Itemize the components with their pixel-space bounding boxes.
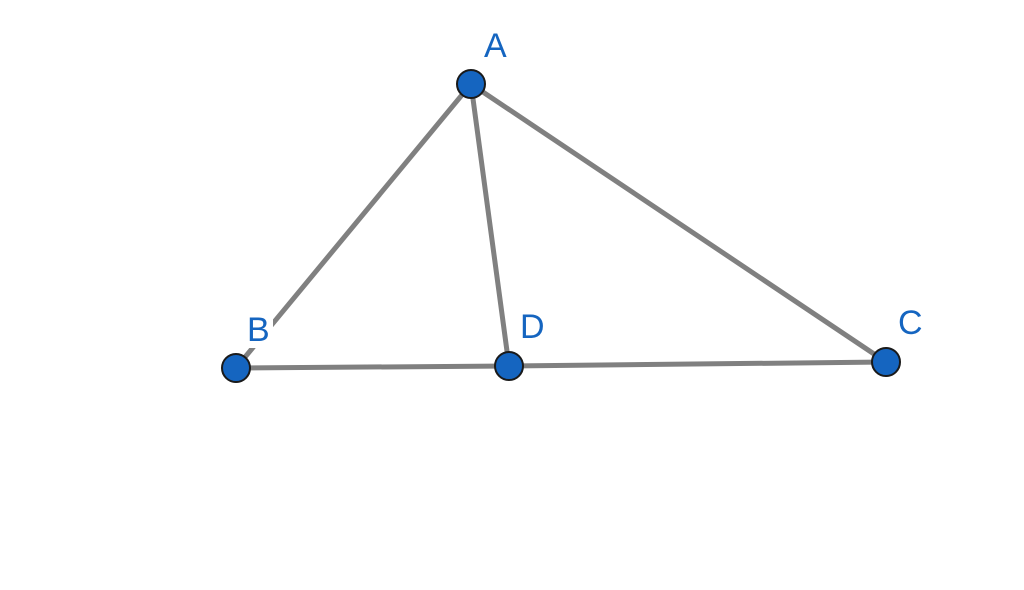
point-c[interactable] <box>871 347 901 377</box>
segment-ac <box>468 81 889 365</box>
label-b-background <box>245 312 273 348</box>
label-c: C <box>898 304 923 342</box>
segment-ad <box>468 81 512 369</box>
segment-dc <box>506 359 889 369</box>
point-b[interactable] <box>221 353 251 383</box>
segment-bd <box>233 363 512 371</box>
segment-ab <box>233 81 474 371</box>
label-a: A <box>484 27 507 65</box>
label-d: D <box>520 308 545 346</box>
label-b: B <box>247 311 270 349</box>
point-d[interactable] <box>494 351 524 381</box>
point-a[interactable] <box>456 69 486 99</box>
